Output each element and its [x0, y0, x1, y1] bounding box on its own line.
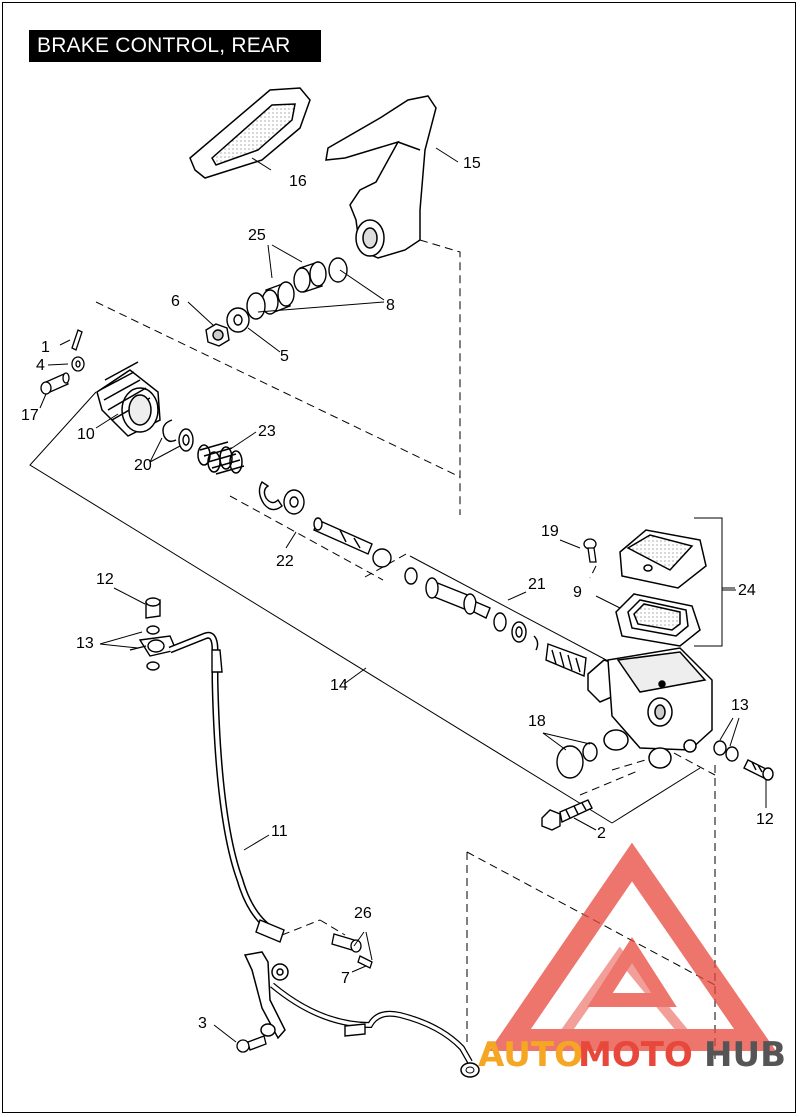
callout-22: 22 [276, 553, 294, 570]
callout-20: 20 [134, 457, 152, 474]
callout-23: 23 [258, 423, 276, 440]
reservoir-gasket [615, 593, 701, 647]
callout-1: 1 [41, 339, 50, 356]
bushings-and-orings [226, 257, 348, 333]
boot-part [96, 361, 161, 437]
callout-17: 17 [21, 407, 39, 424]
watermark-moto: MOTO [578, 1035, 693, 1075]
callout-5: 5 [280, 348, 289, 365]
callout-6: 6 [171, 293, 180, 310]
plug-part [556, 742, 598, 779]
retaining-ring-parts [162, 419, 194, 452]
reservoir-cover [619, 529, 707, 589]
watermark-auto: AUTO [478, 1035, 583, 1075]
banjo-fitting-left [129, 597, 177, 671]
callout-11: 11 [271, 823, 288, 840]
callout-24: 24 [738, 582, 756, 599]
callout-16: 16 [289, 173, 307, 190]
callout-8: 8 [386, 297, 395, 314]
pedal-pad-part [189, 87, 311, 179]
watermark-text: AUTO MOTO HUB [478, 1035, 786, 1075]
page-title: BRAKE CONTROL, REAR [29, 30, 321, 62]
bracket-screw [236, 1035, 267, 1053]
cover-screw [583, 538, 597, 563]
callout-19: 19 [541, 523, 559, 540]
callout-7: 7 [341, 970, 350, 987]
callout-13a: 13 [76, 635, 94, 652]
callout-18: 18 [528, 713, 546, 730]
item-14-frame [29, 391, 735, 824]
callout-3: 3 [198, 1015, 207, 1032]
watermark-logo [489, 842, 776, 1051]
brake-line [168, 631, 480, 1078]
mounting-bolt [541, 799, 593, 831]
callout-15: 15 [463, 155, 481, 172]
leader-lines [39, 147, 767, 1043]
callout-12b: 12 [756, 811, 774, 828]
callout-numbers: 1 2 3 4 5 6 7 8 9 10 11 12 12 13 13 14 1… [21, 155, 774, 1032]
callout-10: 10 [77, 426, 95, 443]
piston-kit [404, 567, 587, 678]
line-bracket [243, 951, 289, 1040]
callout-21: 21 [528, 576, 546, 593]
callout-14: 14 [330, 677, 348, 694]
callout-26: 26 [354, 905, 372, 922]
callout-2: 2 [597, 825, 606, 842]
nut-part [205, 323, 230, 347]
pushrod-assembly [258, 481, 392, 568]
clevis-pin-parts [40, 329, 85, 395]
master-cylinder [587, 647, 713, 769]
brake-lever-part [325, 95, 437, 259]
banjo-fitting-right [713, 740, 774, 781]
callout-13b: 13 [731, 697, 749, 714]
brake-light-switch [331, 933, 373, 969]
callout-4: 4 [36, 357, 45, 374]
callout-25: 25 [248, 227, 266, 244]
callout-9: 9 [573, 584, 582, 601]
dashed-assembly-lines [95, 239, 716, 1060]
callout-12a: 12 [96, 571, 114, 588]
watermark-hub: HUB [704, 1035, 786, 1075]
spring-part [197, 441, 245, 475]
